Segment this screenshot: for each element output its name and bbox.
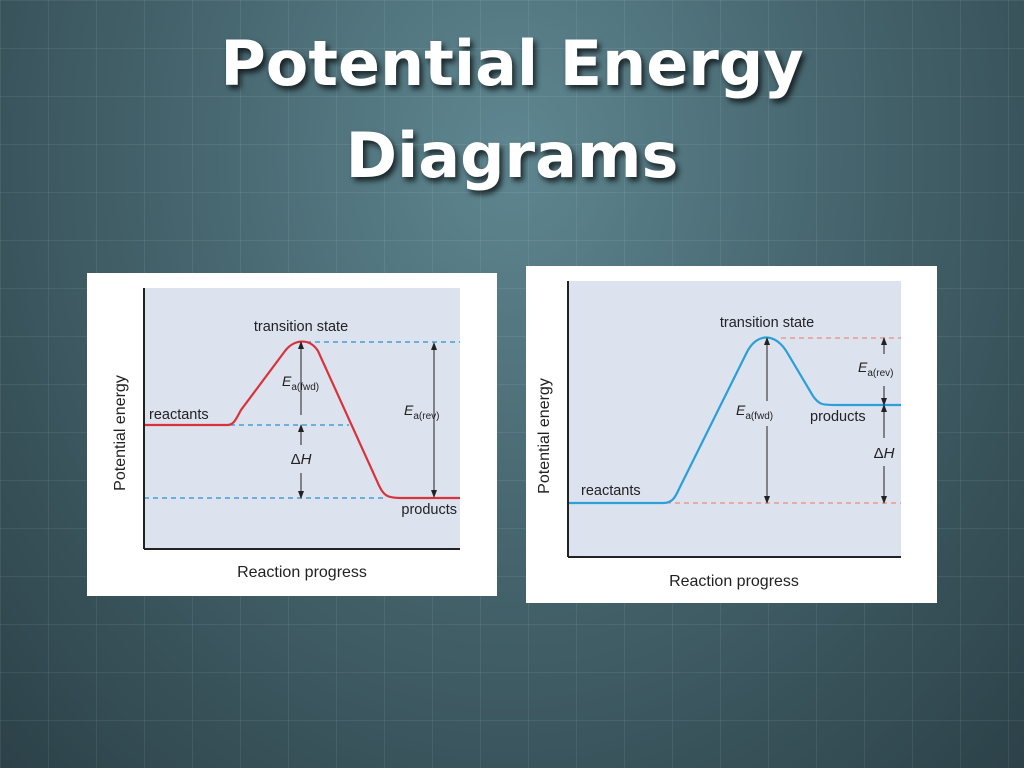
ea-rev-label: Ea(rev) <box>404 402 439 422</box>
reactants-label: reactants <box>149 407 209 423</box>
exothermic-diagram-panel: transition state reactants products Ea(f… <box>87 273 497 596</box>
x-axis-label: Reaction progress <box>237 564 367 581</box>
title-line-2: Diagrams <box>345 119 679 192</box>
transition-state-label: transition state <box>254 319 348 335</box>
delta-h-label: ΔH <box>874 445 895 462</box>
ea-fwd-label: Ea(fwd) <box>282 373 319 393</box>
y-axis-label: Potential energy <box>536 378 553 494</box>
transition-state-label: transition state <box>720 315 814 331</box>
endothermic-diagram: transition state reactants products Ea(f… <box>536 281 901 590</box>
title-line-1: Potential Energy <box>220 27 804 100</box>
plot-area <box>568 281 901 557</box>
exothermic-diagram: transition state reactants products Ea(f… <box>112 288 460 581</box>
y-axis-label: Potential energy <box>112 375 129 491</box>
slide-title: Potential Energy Diagrams <box>0 18 1024 202</box>
products-label: products <box>401 502 457 518</box>
plot-area <box>144 288 460 549</box>
ea-rev-label: Ea(rev) <box>858 359 893 379</box>
products-label: products <box>810 409 866 425</box>
reactants-label: reactants <box>581 483 641 499</box>
endothermic-diagram-panel: transition state reactants products Ea(f… <box>526 266 937 603</box>
ea-fwd-label: Ea(fwd) <box>736 402 773 422</box>
x-axis-label: Reaction progress <box>669 573 799 590</box>
delta-h-label: ΔH <box>291 451 312 468</box>
